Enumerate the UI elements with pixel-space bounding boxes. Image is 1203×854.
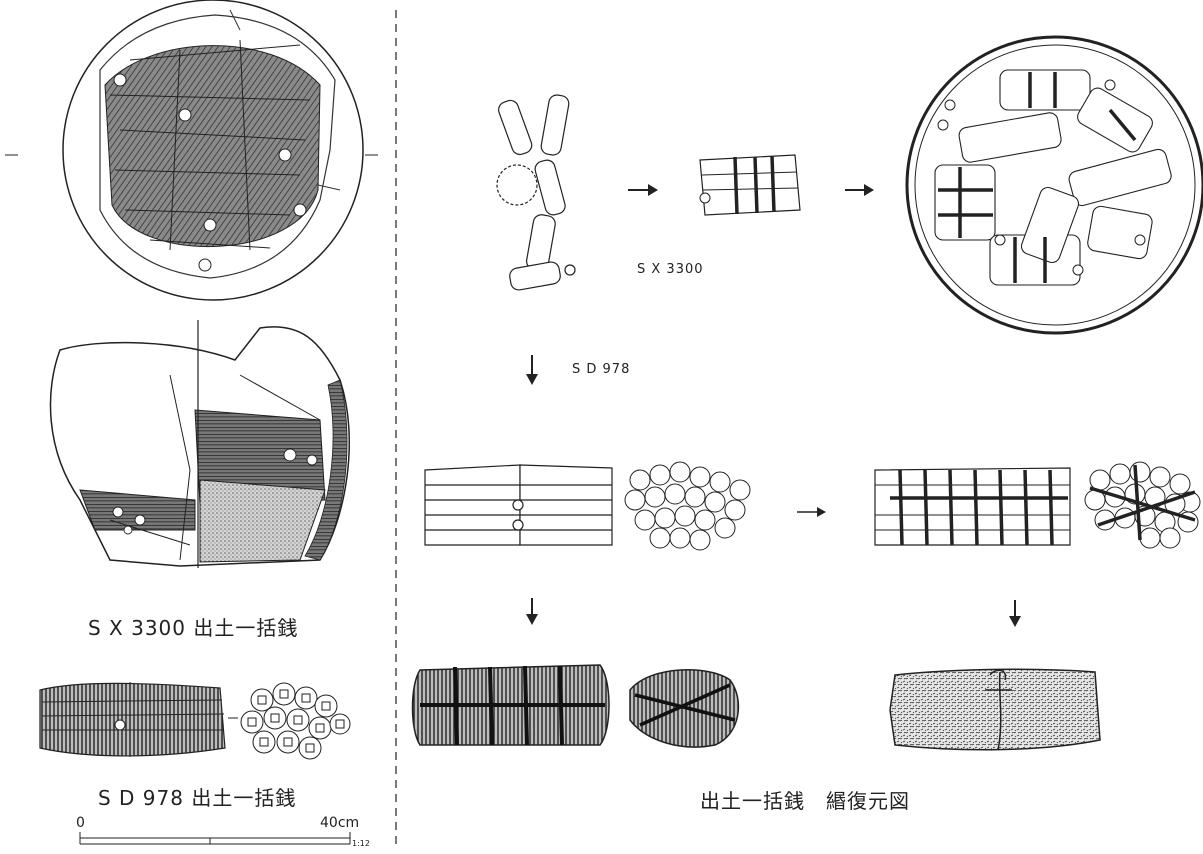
arrow-down-1 (526, 355, 538, 385)
corroded-bundle-end (629, 669, 740, 748)
corroded-bundle-side (411, 664, 610, 746)
arrow-right-2 (845, 184, 874, 196)
bundled-rolls-side (874, 467, 1071, 546)
bundled-roll-small (699, 154, 801, 216)
sx3300-section-view (49, 320, 350, 568)
scale-ratio-label: 1:12 (352, 839, 370, 848)
scale-bar (79, 832, 351, 845)
caption-reconstruction: 出土一括銭 緡復元図 (700, 789, 910, 813)
arrow-right-1 (628, 184, 658, 196)
string-of-coin-rolls (496, 94, 576, 291)
bundled-rolls-end (1084, 461, 1201, 549)
arrow-right-3 (797, 507, 826, 517)
arrow-down-3 (1009, 600, 1021, 627)
caption-sd978: S D 978 出土一括銭 (98, 786, 297, 810)
arrow-down-2 (526, 598, 538, 625)
scale-start-label: 0 (76, 815, 85, 831)
label-sx3300: S X 3300 (637, 262, 704, 277)
wrapped-bundle (889, 668, 1101, 751)
sd978-coin-bundle (39, 682, 351, 760)
label-sd978: S D 978 (572, 362, 631, 377)
unbundled-rolls-side (424, 464, 613, 546)
unbundled-rolls-end (624, 461, 751, 551)
sx3300-top-view (5, 0, 378, 301)
jar-top-view-reconstruction (905, 35, 1203, 335)
caption-sx3300: S X 3300 出土一括銭 (88, 616, 299, 640)
scale-end-label: 40cm (320, 815, 360, 831)
